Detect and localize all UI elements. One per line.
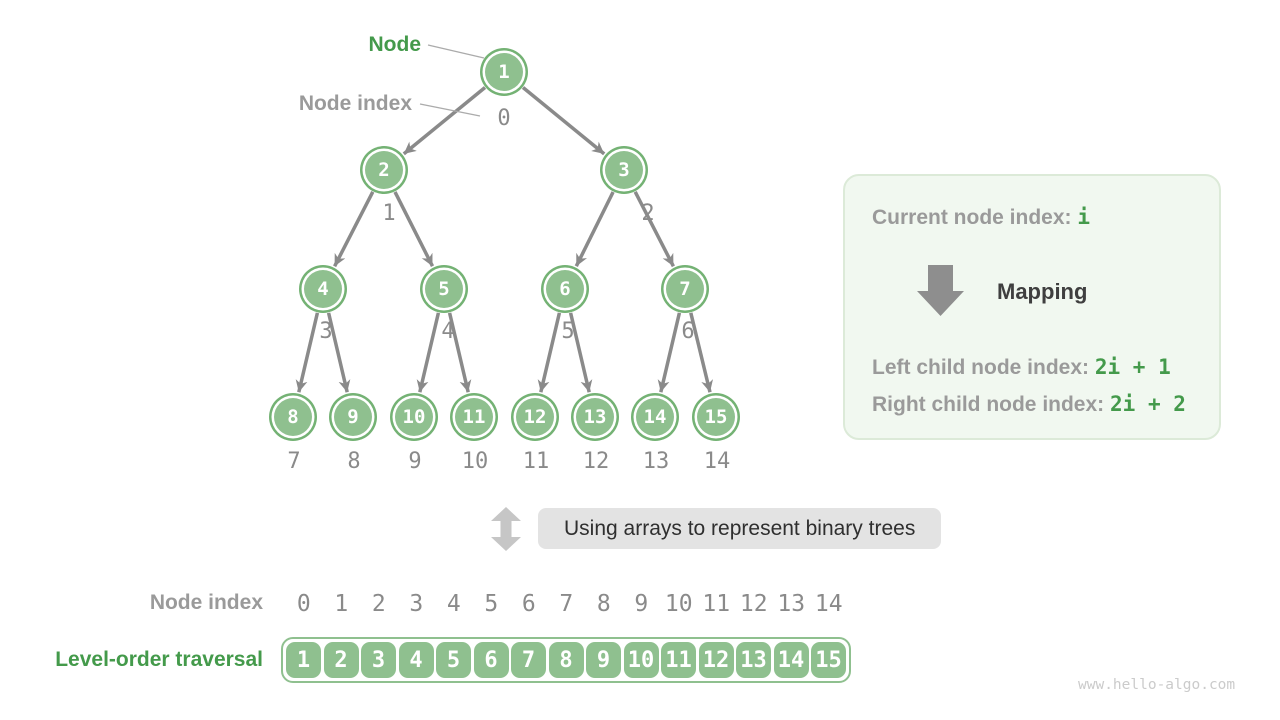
tree-node: 13 [576, 398, 614, 436]
right-child-index-label: Right child node index: [872, 393, 1105, 416]
array-cell: 1 [286, 642, 321, 678]
array-cell: 12 [698, 642, 734, 678]
tree-node: 9 [334, 398, 372, 436]
array-index: 2 [371, 591, 386, 617]
array-cell: 5 [436, 642, 471, 678]
array-index: 4 [446, 591, 461, 617]
level-order-traversal-label: Level-order traversal [55, 648, 263, 671]
left-child-index-label: Left child node index: [872, 356, 1090, 379]
tree-node: 14 [636, 398, 674, 436]
tree-edge [521, 86, 606, 156]
tree-node-index-label: 12 [582, 449, 610, 474]
right-child-index-line: Right child node index: 2i + 2 [872, 392, 1186, 417]
current-node-index-line: Current node index: i [872, 205, 1090, 230]
caption-pill: Using arrays to represent binary trees [538, 508, 942, 549]
tree-node-index-label: 9 [408, 449, 422, 474]
array-cell: 9 [586, 642, 621, 678]
tree-node: 8 [274, 398, 312, 436]
tree-edge [402, 86, 487, 156]
array-index-row-label: Node index [149, 591, 263, 614]
mapping-label: Mapping [997, 279, 1088, 304]
array-cell: 15 [811, 642, 846, 678]
tree-node-index-label: 13 [642, 449, 670, 474]
tree-node-index-label: 11 [522, 449, 550, 474]
node-label-pointer-line [427, 44, 485, 59]
array-index: 0 [296, 591, 311, 617]
tree-node: 4 [304, 270, 342, 308]
array-index: 1 [334, 591, 349, 617]
tree-node-index-label: 5 [561, 319, 575, 344]
tree-edge [295, 312, 320, 393]
array-index: 7 [559, 591, 574, 617]
tree-node-index-label: 6 [681, 319, 695, 344]
array-cell: 8 [548, 642, 584, 678]
array-index: 13 [777, 591, 806, 617]
tree-node-index-label: 3 [319, 319, 333, 344]
tree-node: 6 [546, 270, 584, 308]
tree-node-index-label: 10 [461, 449, 489, 474]
tree-edge [657, 312, 682, 393]
tree-edge [689, 312, 714, 393]
tree-node: 11 [455, 398, 493, 436]
array-cell: 4 [398, 642, 434, 678]
array-index: 14 [814, 591, 843, 617]
node-index-callout-label: Node index [298, 92, 412, 115]
tree-edge [326, 312, 351, 393]
tree-node: 10 [395, 398, 433, 436]
tree-edge [574, 191, 615, 267]
node-callout-label: Node [368, 33, 422, 56]
current-node-index-label: Current node index: [872, 206, 1072, 229]
tree-node-index-label: 8 [347, 449, 361, 474]
array-cell: 3 [361, 642, 396, 678]
tree-edge [333, 191, 375, 268]
tree-node: 12 [516, 398, 554, 436]
array-index: 8 [596, 591, 611, 617]
array-index: 10 [664, 591, 693, 617]
tree-edge [416, 312, 441, 393]
tree-node-index-label: 2 [641, 201, 655, 226]
array-index: 5 [484, 591, 499, 617]
left-child-index-formula: 2i + 1 [1094, 355, 1171, 379]
right-child-index-formula: 2i + 2 [1110, 392, 1186, 416]
array-cell: 10 [623, 642, 659, 678]
array-cell: 13 [736, 642, 771, 678]
tree-node: 3 [605, 151, 643, 189]
array-index: 11 [702, 591, 731, 617]
array-cell: 14 [773, 642, 809, 678]
array-index: 3 [409, 591, 424, 617]
array-cell: 7 [511, 642, 546, 678]
tree-node-index-label: 7 [287, 449, 301, 474]
tree-node: 5 [425, 270, 463, 308]
tree-node-index-label: 0 [497, 106, 511, 131]
array-cell: 6 [473, 642, 509, 678]
tree-edge [633, 191, 675, 268]
array-index: 6 [521, 591, 536, 617]
tree-edge [393, 191, 435, 267]
node-index-pointer-line [419, 103, 481, 117]
tree-edges [295, 86, 714, 393]
tree-edge [568, 312, 593, 393]
tree-node-index-label: 14 [703, 449, 731, 474]
current-node-index-value: i [1077, 205, 1091, 229]
mapping-down-arrow-icon [917, 265, 964, 316]
watermark: www.hello-algo.com [1078, 677, 1236, 693]
left-child-index-line: Left child node index: 2i + 1 [872, 355, 1171, 380]
tree-node: 1 [485, 53, 523, 91]
array-cell: 2 [323, 642, 359, 678]
mapping-legend-card: Current node index: i Mapping Left child… [843, 174, 1221, 440]
tree-node: 15 [697, 398, 735, 436]
tree-node: 7 [666, 270, 704, 308]
tree-node-index-label: 1 [382, 201, 396, 226]
tree-edge [447, 312, 472, 393]
double-arrow-icon [491, 507, 521, 551]
array-index: 12 [739, 591, 768, 617]
array-cell: 11 [661, 642, 696, 678]
tree-node-index-label: 4 [441, 319, 455, 344]
tree-node: 2 [365, 151, 403, 189]
array-index: 9 [634, 591, 649, 617]
tree-edge [537, 312, 562, 393]
